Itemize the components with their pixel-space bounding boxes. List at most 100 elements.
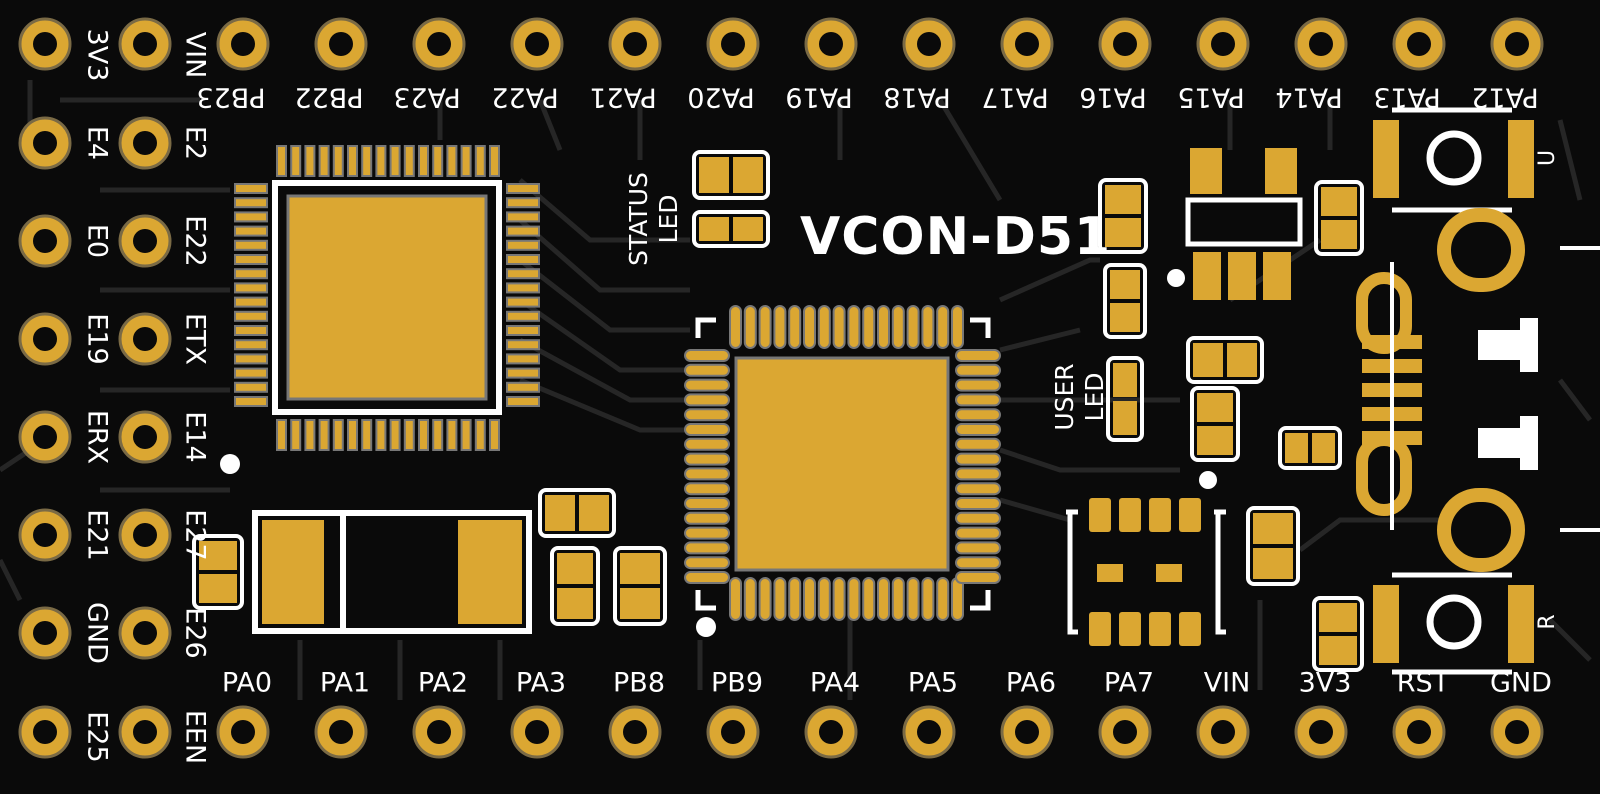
qfn-pad <box>506 183 540 194</box>
qfn-pad <box>506 310 540 322</box>
pin-label-top-7: PA20 <box>687 82 754 113</box>
qfn-pad <box>290 145 302 177</box>
qfn-pad <box>506 353 540 365</box>
qfn-pad <box>234 239 268 251</box>
qfp-pad <box>862 577 876 621</box>
qfn-pad <box>460 419 472 451</box>
qfp-pad <box>832 305 846 349</box>
qfp-pad <box>955 393 1001 407</box>
header-pin-bottom-3 <box>314 705 368 759</box>
qfn-pad <box>234 353 268 365</box>
usb-shell-top <box>1437 208 1525 292</box>
soic-pad <box>1119 498 1141 532</box>
qfp-pad <box>684 408 730 422</box>
qfp-corner-marks <box>695 317 991 611</box>
header-pin-top-13 <box>1294 17 1348 71</box>
user-button-label: U <box>1535 150 1560 166</box>
qfn-pad <box>506 239 540 251</box>
qfn-pad <box>506 282 540 294</box>
pin-label-left-outer-0: E4 <box>82 126 113 160</box>
qfn-pad <box>332 419 344 451</box>
soic-chip <box>1066 498 1226 646</box>
soic-pad <box>1149 498 1171 532</box>
qfn-pad <box>234 254 268 265</box>
header-pin-bottom-9 <box>902 705 956 759</box>
pin-label-bottom-7: PB9 <box>711 668 763 699</box>
header-pin-left-outer-2 <box>18 312 72 366</box>
qfp-pad <box>803 305 816 349</box>
pin1-dot-regulator <box>1167 269 1185 287</box>
usb-key-bottom <box>1478 416 1538 470</box>
pin-label-top-9: PA18 <box>883 82 950 113</box>
header-pin-bottom-13 <box>1294 705 1348 759</box>
qfn-pad <box>506 367 540 379</box>
header-pin-left-inner-3 <box>118 410 172 464</box>
qfn-pad <box>347 145 358 177</box>
reset-button-hole <box>1426 594 1482 650</box>
status-led-label-line1: STATUS <box>624 172 653 266</box>
header-pin-left-outer-4 <box>18 508 72 562</box>
voltage-regulator <box>1185 148 1303 300</box>
pin-label-left-outer-4: E21 <box>82 509 113 560</box>
pin-label-bottom-4: PA2 <box>418 668 468 699</box>
qfp-pad <box>684 541 730 555</box>
header-pin-bottom-15 <box>1490 705 1544 759</box>
pin-label-bottom-0: E25 <box>82 711 113 762</box>
reset-button-label: R <box>1535 614 1560 629</box>
capacitor-c2 <box>1103 263 1147 339</box>
pin-label-top-13: PA14 <box>1275 82 1342 113</box>
trace-layer <box>0 80 1592 700</box>
qfp-pad <box>684 511 730 525</box>
qfp-pad <box>951 577 964 621</box>
qfp-pad <box>955 541 1001 555</box>
qfn-pad <box>506 211 540 223</box>
qfp-pad <box>684 363 730 377</box>
header-pin-bottom-7 <box>706 705 760 759</box>
pin-label-top-2: PB23 <box>196 82 265 113</box>
pin-label-bottom-14: RST <box>1397 668 1450 699</box>
qfn-thermal-pad <box>286 194 488 401</box>
usb-key-top <box>1478 318 1538 372</box>
pin-label-left-outer-1: E0 <box>82 224 113 258</box>
qfp-pad <box>906 305 920 349</box>
qfp-pad <box>955 482 1001 496</box>
soic-pad <box>1179 498 1201 532</box>
pin-label-top-15: PA12 <box>1471 82 1538 113</box>
qfn-pad <box>460 145 472 177</box>
usb-shell-bottom <box>1437 488 1525 572</box>
qfn-pad <box>361 419 373 451</box>
diode-pad-2 <box>458 520 522 624</box>
qfn-pad <box>234 211 268 223</box>
pin-label-top-5: PA22 <box>491 82 558 113</box>
header-pin-top-0 <box>18 17 72 71</box>
qfp-pad <box>684 526 730 540</box>
qfn-pad <box>234 381 268 393</box>
qfn-pad <box>234 183 268 194</box>
qfn-pad <box>506 197 540 209</box>
pin-label-bottom-9: PA5 <box>908 668 958 699</box>
qfp-pad <box>906 577 920 621</box>
header-pin-top-14 <box>1392 17 1446 71</box>
header-pin-bottom-5 <box>510 705 564 759</box>
qfn-pad <box>418 419 429 451</box>
soic-pad <box>1119 612 1141 646</box>
header-pin-top-1 <box>118 17 172 71</box>
capacitor-c8 <box>550 546 600 626</box>
qfn-pad <box>506 296 540 308</box>
qfn-pad <box>489 145 500 177</box>
pin-label-bottom-15: GND <box>1490 668 1552 699</box>
header-pin-top-12 <box>1196 17 1250 71</box>
qfp-pad <box>684 467 730 481</box>
qfn-pad <box>234 339 268 351</box>
qfp-pad <box>955 408 1001 422</box>
reset-button: R <box>1373 572 1560 675</box>
qfp-pad <box>951 305 964 349</box>
qfp-pad <box>743 577 757 621</box>
qfp-pad <box>817 577 831 621</box>
qfp-pad <box>847 305 861 349</box>
user-led-label-line1: USER <box>1050 363 1079 430</box>
qfn-pad <box>474 419 486 451</box>
qfp-pad <box>955 526 1001 540</box>
